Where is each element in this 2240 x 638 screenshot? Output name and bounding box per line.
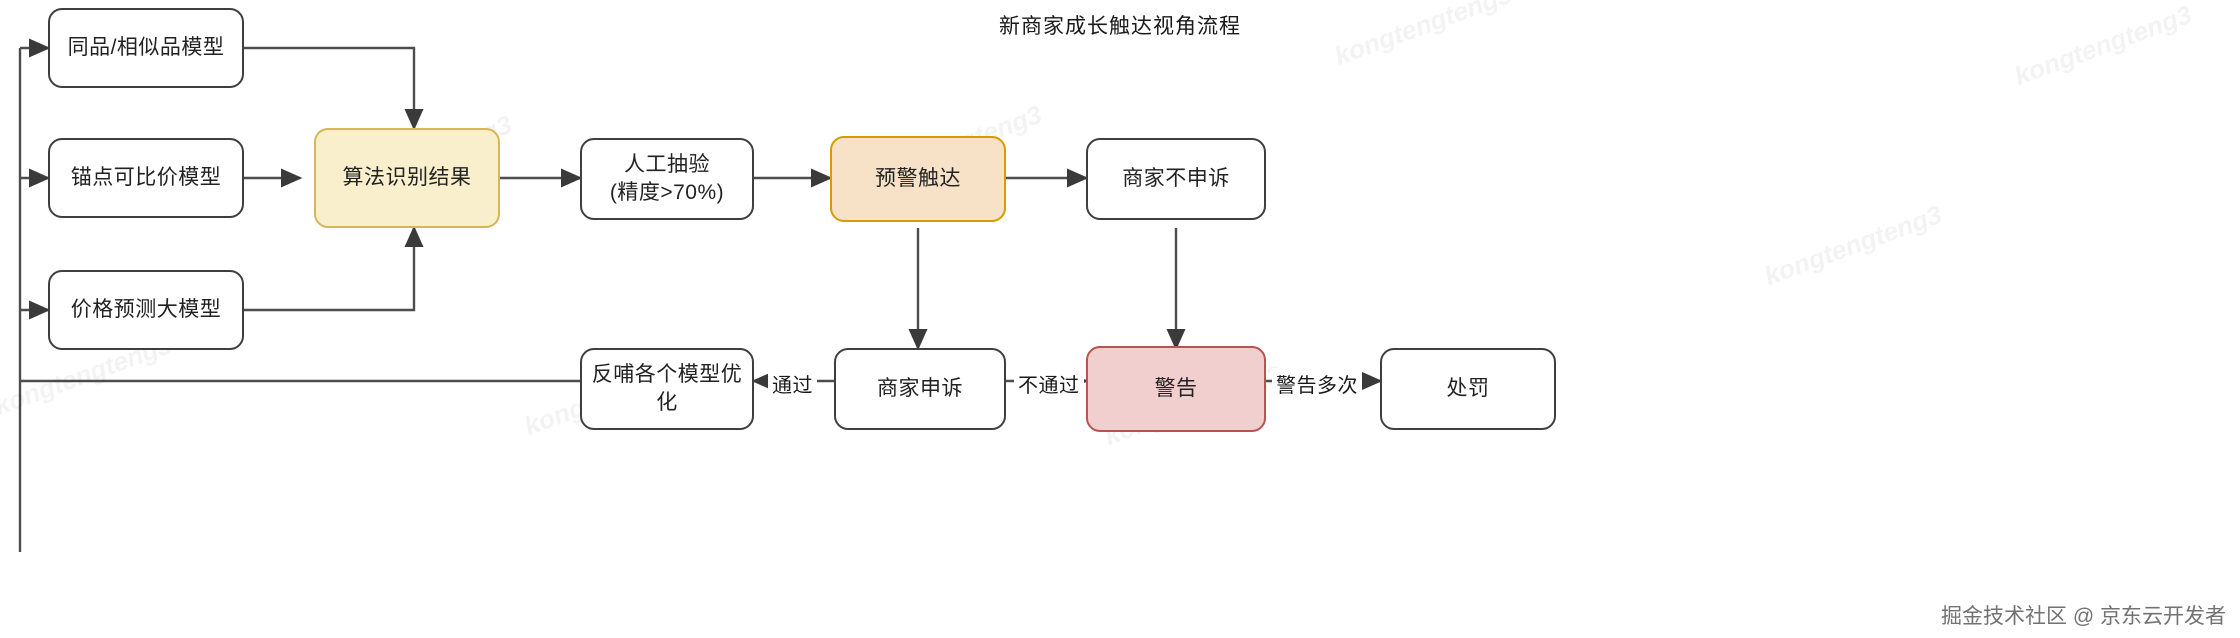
node-manual-sampling[interactable]: 人工抽验 (精度>70%)	[580, 138, 754, 220]
node-label: 价格预测大模型	[70, 297, 222, 321]
page-title: 新商家成长触达视角流程	[999, 15, 1241, 38]
node-merchant-appeal[interactable]: 商家申诉	[834, 348, 1006, 430]
node-same-product-model[interactable]: 同品/相似品模型	[48, 8, 244, 88]
node-merchant-no-appeal[interactable]: 商家不申诉	[1086, 138, 1266, 220]
node-label: 预警触达	[875, 166, 961, 190]
watermark-tile: kongtengteng3	[1760, 199, 1946, 292]
node-feedback-optimize[interactable]: 反哺各个模型优化	[580, 348, 754, 430]
node-price-forecast-model[interactable]: 价格预测大模型	[48, 270, 244, 350]
node-label: 警告	[1154, 376, 1198, 400]
node-label: 人工抽验 (精度>70%)	[609, 152, 725, 204]
node-label: 处罚	[1446, 376, 1490, 400]
watermark-tile: kongtengteng3	[1330, 0, 1516, 72]
node-label: 商家申诉	[877, 376, 963, 400]
edge-label-pass: 通过	[768, 368, 817, 399]
node-penalty[interactable]: 处罚	[1380, 348, 1556, 430]
edge-label-repeated-warning: 警告多次	[1272, 368, 1362, 399]
node-label: 算法识别结果	[342, 165, 472, 189]
node-label: 同品/相似品模型	[67, 35, 225, 59]
node-anchor-price-model[interactable]: 锚点可比价模型	[48, 138, 244, 218]
node-algo-result[interactable]: 算法识别结果	[314, 128, 500, 228]
edge-label-fail: 不通过	[1014, 368, 1084, 399]
node-label: 反哺各个模型优化	[591, 362, 743, 414]
node-label: 锚点可比价模型	[70, 165, 222, 189]
node-warning[interactable]: 警告	[1086, 346, 1266, 432]
node-warning-reach[interactable]: 预警触达	[830, 136, 1006, 222]
node-label: 商家不申诉	[1122, 166, 1230, 190]
watermark-tile: kongtengteng3	[2010, 0, 2196, 92]
watermark-brand: 掘金技术社区 @ 京东云开发者	[1941, 605, 2226, 628]
